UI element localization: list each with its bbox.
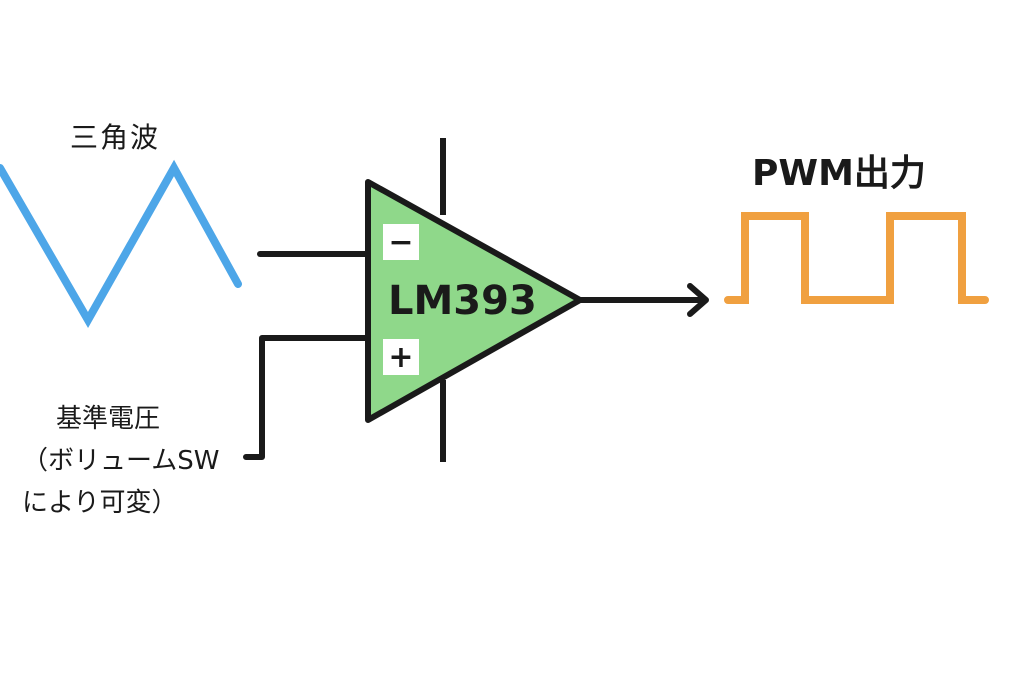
inverting-input-symbol: − [383,224,419,260]
output-arrowhead [687,283,709,317]
reference-line-2: （ボリュームSW [22,446,220,476]
reference-line-3: により可変） [22,488,178,518]
reference-voltage-label: 基準電圧 （ボリュームSW により可変） [22,398,219,524]
triangle-wave-label: 三角波 [70,121,161,154]
non-inverting-input-symbol: + [383,339,419,375]
pwm-output-label: PWM出力 [752,153,926,194]
reference-line-1: 基準電圧 [56,404,161,434]
pwm-square-wave [724,212,989,304]
triangle-wave [0,159,242,329]
non-inverting-input-wire [243,335,371,460]
comparator-body [365,179,583,423]
comparator-name: LM393 [388,278,537,324]
